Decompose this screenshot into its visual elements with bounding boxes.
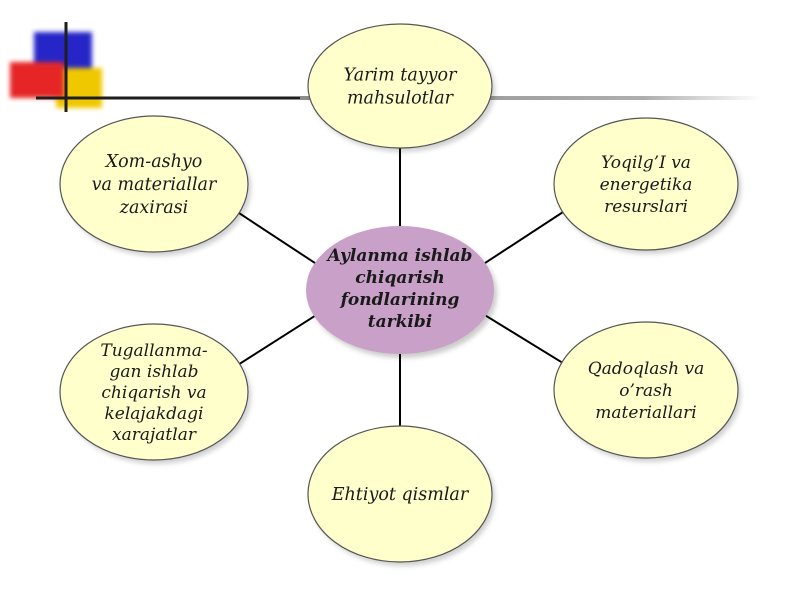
node-tugallanmagan-ishlab-chiqarish-label-line: xarajatlar xyxy=(112,425,197,445)
node-yarim-tayyor-mahsulotlar: Yarim tayyor mahsulotlar xyxy=(307,23,495,152)
node-tugallanmagan-ishlab-chiqarish-label-line: Tugallanma- xyxy=(100,341,208,361)
deco-red-square xyxy=(10,62,64,98)
node-yoqilgi-va-energetika-resurslari-label-line: Yoqilg’I va xyxy=(601,153,691,173)
node-yoqilgi-va-energetika-resurslari-label-line: energetika xyxy=(600,175,693,195)
node-ehtiyot-qismlar-label-line: Ehtiyot qismlar xyxy=(331,485,470,505)
center-label-line: Aylanma ishlab xyxy=(326,246,473,266)
node-qadoqlash-va-orash-materiallari-label-line: Qadoqlash va xyxy=(588,359,704,379)
connector-qadoqlash-va-orash-materiallari xyxy=(479,311,570,368)
connectors xyxy=(231,141,571,433)
node-ellipse xyxy=(59,323,249,461)
node-yarim-tayyor-mahsulotlar-label-line: mahsulotlar xyxy=(347,89,455,109)
node-ellipse xyxy=(307,425,493,563)
connector-tugallanmagan-ishlab-chiqarish xyxy=(231,311,321,370)
center-label-line: tarkibi xyxy=(368,312,432,332)
corner-decoration xyxy=(10,22,310,112)
node-yarim-tayyor-mahsulotlar-label: Yarim tayyor mahsulotlar xyxy=(344,66,459,109)
center-label-line: chiqarish xyxy=(355,268,444,288)
node-qadoqlash-va-orash-materiallari-label-line: o’rash xyxy=(619,381,673,401)
node-ehtiyot-qismlar: Ehtiyot qismlar xyxy=(307,425,495,566)
node-ellipse xyxy=(553,117,739,251)
node-yarim-tayyor-mahsulotlar-label-line: Yarim tayyor xyxy=(344,66,459,86)
node-xom-ashyo-va-materiallar-zaxirasi-label-line: Xom-ashyo xyxy=(104,152,203,172)
center-ellipse xyxy=(306,226,494,354)
node-ellipse xyxy=(59,115,249,253)
node-qadoqlash-va-orash-materiallari-label-line: materiallari xyxy=(595,403,696,423)
node-tugallanmagan-ishlab-chiqarish-label-line: kelajakdagi xyxy=(105,404,204,424)
connector-xom-ashyo-va-materiallar-zaxirasi xyxy=(231,207,322,268)
node-yoqilgi-va-energetika-resurslari-label-line: resurslari xyxy=(604,197,688,217)
center-label-line: fondlarining xyxy=(340,290,460,310)
node-xom-ashyo-va-materiallar-zaxirasi-label-line: zaxirasi xyxy=(119,198,189,218)
node-xom-ashyo-va-materiallar-zaxirasi-label-line: va materiallar xyxy=(92,175,218,195)
node-ellipse xyxy=(553,321,739,459)
node-ehtiyot-qismlar-label: Ehtiyot qismlar xyxy=(331,485,470,505)
connector-yoqilgi-va-energetika-resurslari xyxy=(478,206,571,268)
node-tugallanmagan-ishlab-chiqarish-label-line: gan ishlab xyxy=(110,362,199,382)
node-xom-ashyo-va-materiallar-zaxirasi-label: Xom-ashyo va materiallar zaxirasi xyxy=(92,152,218,218)
node-tugallanmagan-ishlab-chiqarish-label-line: chiqarish va xyxy=(101,383,206,403)
header-rule xyxy=(300,96,760,100)
node-xom-ashyo-va-materiallar-zaxirasi: Xom-ashyo va materiallar zaxirasi xyxy=(59,115,251,256)
node-ellipse xyxy=(307,23,493,149)
